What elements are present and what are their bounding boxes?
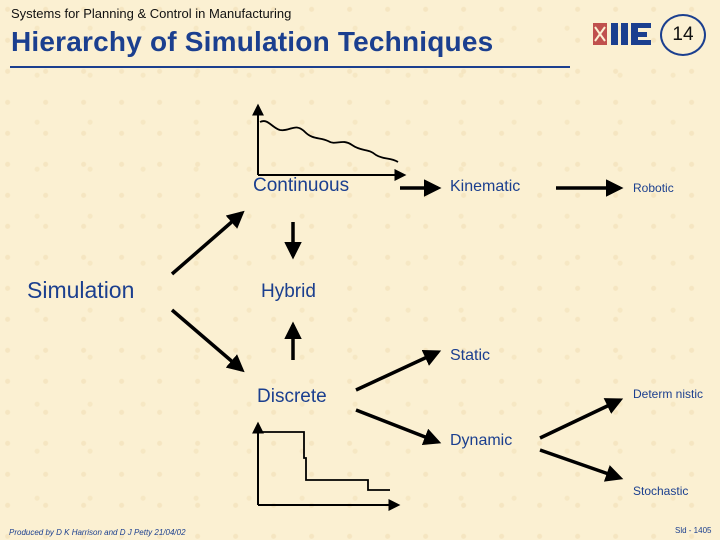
node-continuous: Continuous	[253, 175, 350, 196]
slide-number-badge: 14	[660, 14, 706, 56]
arrow-simulation-to-continuous	[170, 210, 245, 276]
arrow-discrete-to-static	[355, 349, 442, 392]
node-simulation: Simulation	[27, 277, 135, 303]
page-title: Hierarchy of Simulation Techniques	[11, 26, 494, 57]
header-subtitle: Systems for Planning & Control in Manufa…	[11, 6, 292, 21]
arrow-dynamic-to-stochastic	[539, 448, 624, 482]
footer-slide-id: Sld - 1405	[675, 526, 712, 535]
node-kinematic: Kinematic	[450, 178, 521, 195]
node-stochastic: Stochastic	[633, 484, 689, 498]
title-divider	[10, 66, 570, 68]
continuous-graph-icon	[252, 103, 407, 181]
arrow-simulation-to-discrete	[170, 308, 245, 373]
arrow-discrete-to-dynamic	[355, 408, 442, 446]
node-deterministic: Determ nistic	[633, 387, 704, 401]
arrow-dynamic-to-deterministic	[539, 398, 624, 440]
node-discrete: Discrete	[257, 386, 327, 407]
iie-logo-icon	[593, 23, 651, 45]
node-dynamic: Dynamic	[450, 432, 513, 449]
node-hybrid: Hybrid	[261, 281, 316, 302]
discrete-graph-icon	[252, 421, 401, 511]
footer-credit: Produced by D K Harrison and D J Petty 2…	[9, 528, 186, 537]
node-static: Static	[450, 347, 491, 364]
node-robotic: Robotic	[633, 181, 674, 195]
